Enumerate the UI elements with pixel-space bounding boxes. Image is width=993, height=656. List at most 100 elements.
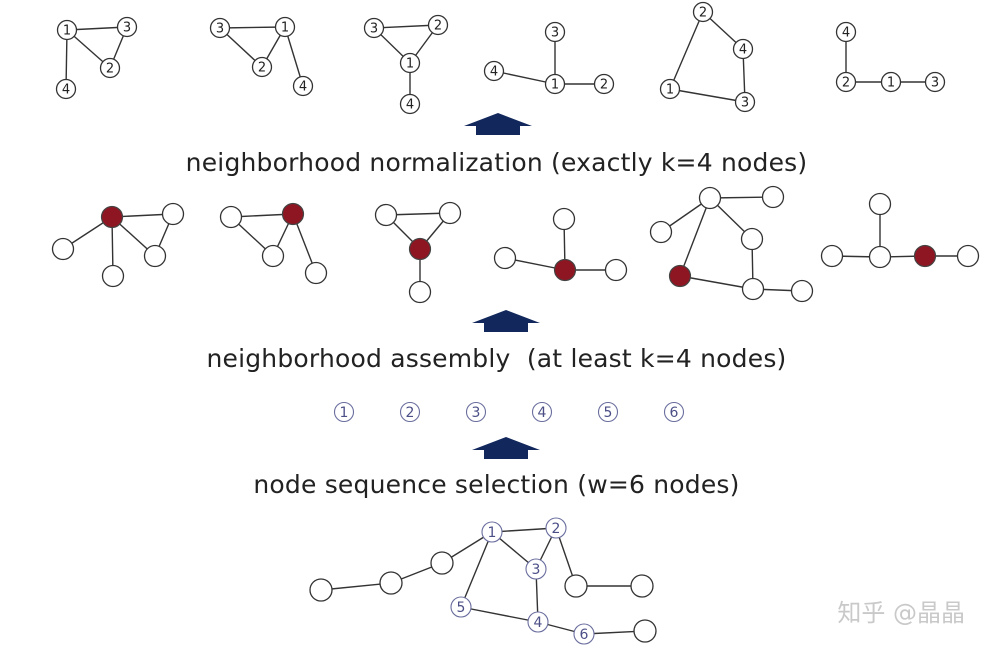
- graph-edge: [219, 26, 286, 29]
- assembled-neighborhood: [51, 202, 185, 288]
- labeled-node: [274, 16, 296, 38]
- node-label: 4: [490, 65, 498, 80]
- sequence-number: 3: [472, 405, 481, 421]
- root-node: [913, 244, 937, 268]
- graph-node: [820, 244, 844, 268]
- graph-node: [161, 202, 185, 226]
- graph-node: [868, 192, 892, 216]
- labeled-node: [835, 21, 857, 43]
- node-label: 2: [842, 76, 850, 91]
- node-label: 1: [406, 57, 414, 72]
- labeled-node: [732, 38, 754, 60]
- node-label: 3: [216, 22, 224, 37]
- graph-node: [740, 227, 764, 251]
- sequence-node: [465, 401, 487, 423]
- labeled-node: [55, 78, 77, 100]
- node-label: 4: [842, 26, 850, 41]
- graph-node: [430, 551, 454, 575]
- labeled-node: [692, 1, 714, 23]
- selection-label: node sequence selection (w=6 nodes): [253, 470, 740, 499]
- graph-node: [374, 203, 398, 227]
- labeled-node: [544, 73, 566, 95]
- node-number: 2: [552, 521, 561, 537]
- numbered-node: [573, 623, 595, 645]
- labeled-node: [116, 16, 138, 38]
- root-node: [668, 264, 692, 288]
- graph-node: [101, 264, 125, 288]
- graph-edge: [493, 70, 556, 85]
- up-arrow-icon: [472, 310, 540, 332]
- labeled-node: [593, 73, 615, 95]
- root-node: [408, 237, 432, 261]
- node-label: 1: [551, 78, 559, 93]
- assembly-label: neighborhood assembly (at least k=4 node…: [206, 344, 787, 373]
- node-label: 1: [63, 24, 71, 39]
- node-label: 1: [887, 76, 895, 91]
- labeled-node: [209, 17, 231, 39]
- graph-node: [604, 258, 628, 282]
- node-label: 4: [406, 98, 414, 113]
- node-label: 3: [123, 21, 131, 36]
- labeled-node: [363, 17, 385, 39]
- graph-node: [649, 220, 673, 244]
- node-number: 6: [580, 627, 589, 643]
- root-node: [100, 205, 124, 229]
- labeled-node: [56, 19, 78, 41]
- node-number: 3: [532, 562, 541, 578]
- node-label: 2: [699, 6, 707, 21]
- labeled-node: [734, 91, 756, 113]
- sequence-node: [531, 401, 553, 423]
- numbered-node: [481, 521, 503, 543]
- assembled-neighborhoods: [51, 185, 980, 304]
- assembled-neighborhood: [374, 201, 462, 304]
- numbered-node: [545, 517, 567, 539]
- node-label: 3: [931, 76, 939, 91]
- labeled-node: [483, 60, 505, 82]
- normalization-label: neighborhood normalization (exactly k=4 …: [185, 148, 808, 177]
- assembled-neighborhood: [493, 207, 628, 282]
- labeled-node: [292, 75, 314, 97]
- graph-node: [379, 571, 403, 595]
- up-arrow-icon: [464, 113, 532, 135]
- graph-node: [51, 237, 75, 261]
- root-node: [553, 258, 577, 282]
- labeled-node: [659, 78, 681, 100]
- graph-edge: [669, 88, 746, 103]
- node-label: 4: [739, 43, 747, 58]
- labeled-node: [880, 71, 902, 93]
- numbered-node: [525, 558, 547, 580]
- node-label: 2: [600, 78, 608, 93]
- graph-edge: [284, 26, 304, 87]
- graph-node: [304, 261, 328, 285]
- graph-node: [143, 244, 167, 268]
- graph-node: [493, 246, 517, 270]
- node-label: 2: [258, 61, 266, 76]
- graph-node: [698, 186, 722, 210]
- graph-node: [868, 245, 892, 269]
- sequence-node: [663, 401, 685, 423]
- assembled-neighborhood: [820, 192, 980, 269]
- node-number: 4: [534, 615, 543, 631]
- graph-node: [552, 207, 576, 231]
- graph-node: [564, 574, 588, 598]
- numbered-node: [527, 611, 549, 633]
- sequence-node: [399, 401, 421, 423]
- watermark: 知乎 @晶晶: [837, 599, 965, 627]
- labeled-node: [251, 56, 273, 78]
- sequence-number: 6: [670, 405, 679, 421]
- labeled-node: [399, 52, 421, 74]
- graph-edge: [491, 527, 557, 533]
- node-label: 1: [666, 83, 674, 98]
- normalized-neighborhood: 4 2 1 3: [835, 21, 946, 93]
- graph-edge: [460, 531, 493, 608]
- labeled-node: [835, 71, 857, 93]
- assembled-neighborhood: [219, 202, 328, 285]
- graph-node: [438, 201, 462, 225]
- node-label: 4: [299, 80, 307, 95]
- graph-node: [633, 619, 657, 643]
- graph-edge: [373, 24, 439, 29]
